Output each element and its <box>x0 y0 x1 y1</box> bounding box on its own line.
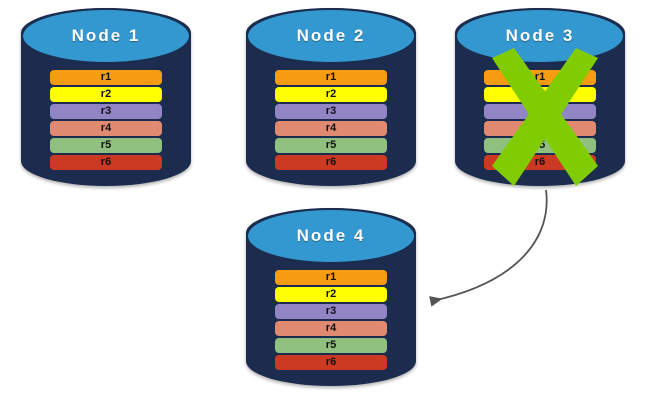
node-1-row-r1[interactable]: r1 <box>50 70 162 85</box>
node-4-row-r1[interactable]: r1 <box>275 270 387 285</box>
node-2-top-ellipse <box>246 8 416 64</box>
node-4-row-r5[interactable]: r5 <box>275 338 387 353</box>
node-1-row-r2[interactable]: r2 <box>50 87 162 102</box>
node-4-row-r3[interactable]: r3 <box>275 304 387 319</box>
node-2-row-r1[interactable]: r1 <box>275 70 387 85</box>
node-3-row-r2[interactable]: r2 <box>484 87 596 102</box>
node-4-top-ellipse <box>246 208 416 264</box>
node-3[interactable]: Node 3 r1 r2 r3 r4 r5 r6 <box>455 8 625 186</box>
node-2-row-r6[interactable]: r6 <box>275 155 387 170</box>
node-2-row-r5[interactable]: r5 <box>275 138 387 153</box>
node-3-row-r1[interactable]: r1 <box>484 70 596 85</box>
node-2-row-r3[interactable]: r3 <box>275 104 387 119</box>
node-4-row-r6[interactable]: r6 <box>275 355 387 370</box>
node-2-row-r4[interactable]: r4 <box>275 121 387 136</box>
node-3-top-ellipse <box>455 8 625 64</box>
node-2-row-r2[interactable]: r2 <box>275 87 387 102</box>
node-4-rows: r1 r2 r3 r4 r5 r6 <box>275 270 387 370</box>
node-3-row-r4[interactable]: r4 <box>484 121 596 136</box>
node-2[interactable]: Node 2 r1 r2 r3 r4 r5 r6 <box>246 8 416 186</box>
node-1-row-r6[interactable]: r6 <box>50 155 162 170</box>
node-3-rows: r1 r2 r3 r4 r5 r6 <box>484 70 596 170</box>
node-1-top-ellipse <box>21 8 191 64</box>
node-1[interactable]: Node 1 r1 r2 r3 r4 r5 r6 <box>21 8 191 186</box>
node-4-row-r2[interactable]: r2 <box>275 287 387 302</box>
node-3-row-r5[interactable]: r5 <box>484 138 596 153</box>
node-4[interactable]: Node 4 r1 r2 r3 r4 r5 r6 <box>246 208 416 386</box>
node-1-row-r5[interactable]: r5 <box>50 138 162 153</box>
node-1-row-r4[interactable]: r4 <box>50 121 162 136</box>
node-1-rows: r1 r2 r3 r4 r5 r6 <box>50 70 162 170</box>
node-4-row-r4[interactable]: r4 <box>275 321 387 336</box>
node-3-row-r3[interactable]: r3 <box>484 104 596 119</box>
arrow-path <box>429 189 548 307</box>
node-2-rows: r1 r2 r3 r4 r5 r6 <box>275 70 387 170</box>
node-1-row-r3[interactable]: r3 <box>50 104 162 119</box>
node-3-row-r6[interactable]: r6 <box>484 155 596 170</box>
